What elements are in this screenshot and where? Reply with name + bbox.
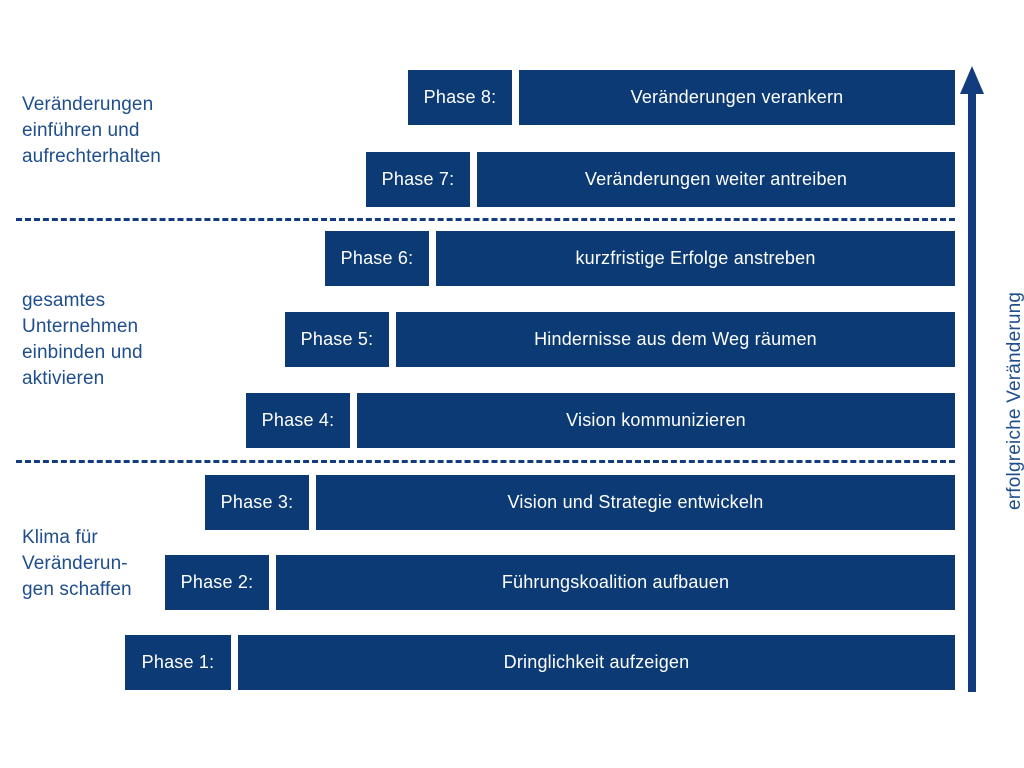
phase-body-4: Vision kommunizieren [357,393,955,448]
phase-tag-6: Phase 6: [325,231,429,286]
upward-arrow-icon [960,66,984,692]
phase-row-4[interactable]: Phase 4: Vision kommunizieren [246,393,955,448]
phase-tag-2: Phase 2: [165,555,269,610]
phase-row-5[interactable]: Phase 5: Hindernisse aus dem Weg räumen [285,312,955,367]
phase-body-1: Dringlichkeit aufzeigen [238,635,955,690]
phase-row-8[interactable]: Phase 8: Veränderungen verankern [408,70,955,125]
phase-tag-4: Phase 4: [246,393,350,448]
phase-tag-8: Phase 8: [408,70,512,125]
phase-tag-1: Phase 1: [125,635,231,690]
phase-row-7[interactable]: Phase 7: Veränderungen weiter antreiben [366,152,955,207]
phase-tag-5: Phase 5: [285,312,389,367]
phase-tag-7: Phase 7: [366,152,470,207]
arrow-label: erfolgreiche Veränderung [1004,291,1024,510]
phase-row-2[interactable]: Phase 2: Führungskoalition aufbauen [165,555,955,610]
phase-row-1[interactable]: Phase 1: Dringlichkeit aufzeigen [125,635,955,690]
group-label-climate: Klima für Veränderun- gen schaffen [22,527,132,600]
phase-body-5: Hindernisse aus dem Weg räumen [396,312,955,367]
phase-body-6: kurzfristige Erfolge anstreben [436,231,955,286]
divider-upper [16,218,955,221]
phase-body-2: Führungskoalition aufbauen [276,555,955,610]
group-label-implement: Veränderungen einführen und aufrechterha… [22,94,161,167]
phase-row-6[interactable]: Phase 6: kurzfristige Erfolge anstreben [325,231,955,286]
phase-tag-3: Phase 3: [205,475,309,530]
divider-lower [16,460,955,463]
phase-body-3: Vision und Strategie entwickeln [316,475,955,530]
group-label-engage: gesamtes Unternehmen einbinden und aktiv… [22,290,143,389]
phase-body-7: Veränderungen weiter antreiben [477,152,955,207]
phase-body-8: Veränderungen verankern [519,70,955,125]
phase-row-3[interactable]: Phase 3: Vision und Strategie entwickeln [205,475,955,530]
